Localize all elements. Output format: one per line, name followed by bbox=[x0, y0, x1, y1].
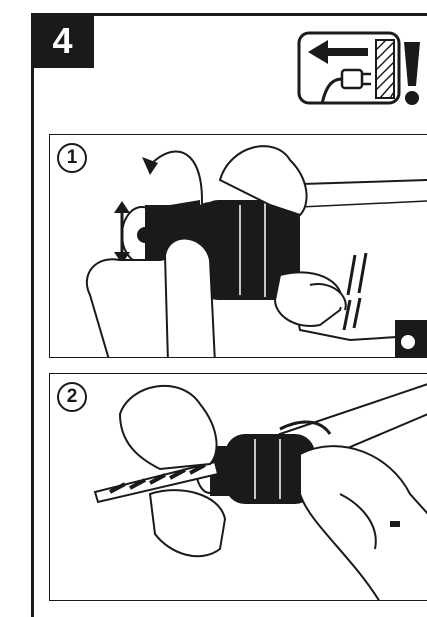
rotate-chuck-illustration bbox=[50, 135, 427, 358]
step-number-tab: 4 bbox=[31, 13, 94, 68]
step-panel-2: 2 bbox=[49, 373, 427, 601]
exclamation-icon bbox=[404, 42, 420, 105]
wall-hatch-icon bbox=[376, 40, 394, 98]
unplug-power-cord-icon bbox=[296, 30, 427, 110]
panel-number-badge: 1 bbox=[57, 143, 87, 173]
insert-bit-illustration bbox=[50, 374, 427, 601]
page-frame-left-rule bbox=[31, 13, 34, 617]
panel-number-badge: 2 bbox=[57, 382, 87, 412]
step-panel-1: 1 bbox=[49, 134, 427, 358]
